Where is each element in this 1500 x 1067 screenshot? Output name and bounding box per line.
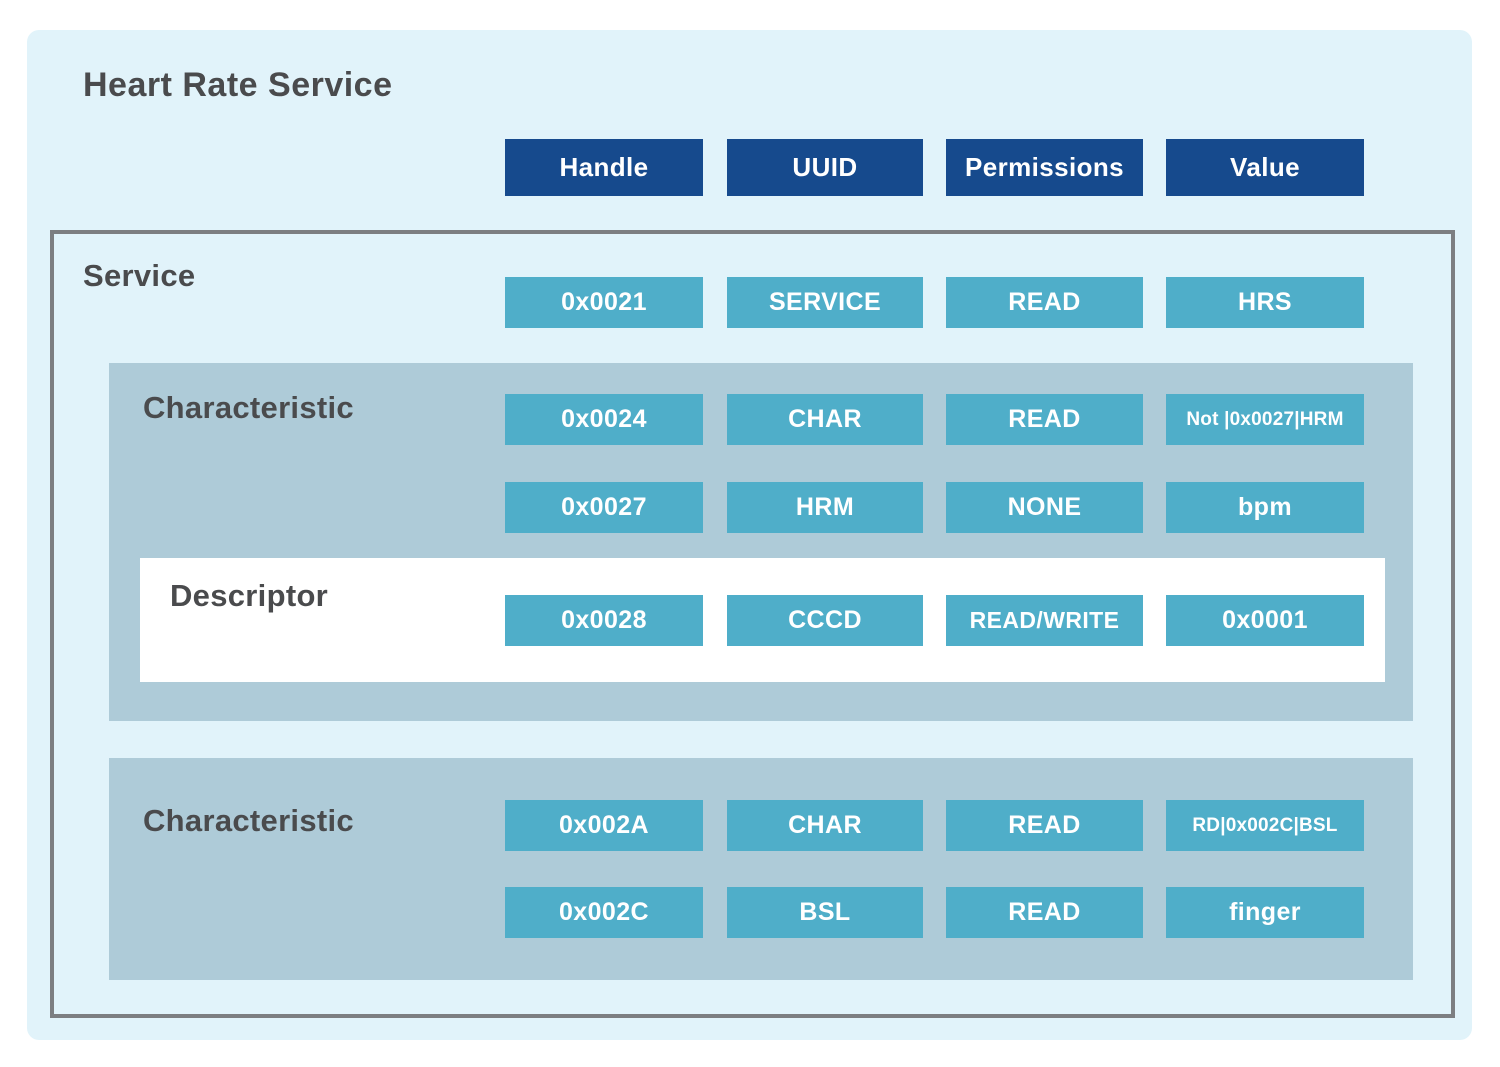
descriptor-label: Descriptor xyxy=(170,578,329,613)
cell-char1-decl-uuid: CHAR xyxy=(727,394,923,445)
cell-service-handle: 0x0021 xyxy=(505,277,703,328)
cell-service-permissions: READ xyxy=(946,277,1143,328)
cell-service-value: HRS xyxy=(1166,277,1364,328)
column-header-uuid: UUID xyxy=(727,139,923,196)
cell-service-uuid: SERVICE xyxy=(727,277,923,328)
cell-char1-val-uuid: HRM xyxy=(727,482,923,533)
characteristic-2-label: Characteristic xyxy=(143,803,354,838)
cell-char2-val-value: finger xyxy=(1166,887,1364,938)
cell-descriptor-permissions: READ/WRITE xyxy=(946,595,1143,646)
page-title: Heart Rate Service xyxy=(83,66,393,104)
service-container xyxy=(50,230,1455,1018)
characteristic-1-label: Characteristic xyxy=(143,390,354,425)
cell-descriptor-value: 0x0001 xyxy=(1166,595,1364,646)
cell-descriptor-handle: 0x0028 xyxy=(505,595,703,646)
cell-char2-decl-uuid: CHAR xyxy=(727,800,923,851)
characteristic-panel-2 xyxy=(109,758,1413,980)
cell-char1-val-handle: 0x0027 xyxy=(505,482,703,533)
cell-char2-val-uuid: BSL xyxy=(727,887,923,938)
cell-char1-decl-permissions: READ xyxy=(946,394,1143,445)
cell-char2-decl-handle: 0x002A xyxy=(505,800,703,851)
column-header-value: Value xyxy=(1166,139,1364,196)
cell-char2-decl-value: RD|0x002C|BSL xyxy=(1166,800,1364,851)
service-label: Service xyxy=(83,258,196,293)
cell-char2-val-handle: 0x002C xyxy=(505,887,703,938)
cell-descriptor-uuid: CCCD xyxy=(727,595,923,646)
cell-char1-val-permissions: NONE xyxy=(946,482,1143,533)
cell-char2-decl-permissions: READ xyxy=(946,800,1143,851)
cell-char2-val-permissions: READ xyxy=(946,887,1143,938)
cell-char1-decl-value: Not |0x0027|HRM xyxy=(1166,394,1364,445)
cell-char1-val-value: bpm xyxy=(1166,482,1364,533)
column-header-permissions: Permissions xyxy=(946,139,1143,196)
cell-char1-decl-handle: 0x0024 xyxy=(505,394,703,445)
column-header-handle: Handle xyxy=(505,139,703,196)
